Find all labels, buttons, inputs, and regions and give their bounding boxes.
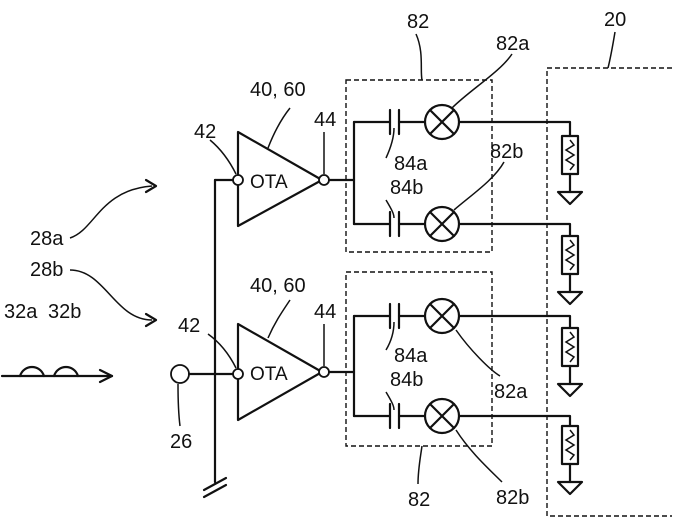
label-42-top: 42 [194,121,216,143]
load-resistor-3 [556,326,584,398]
ota-bottom-label: OTA [250,364,288,385]
load-resistor-2 [556,234,584,306]
label-84b-top: 84b [390,177,423,199]
label-82a-bottom: 82a [494,381,528,403]
node-44-bottom [318,366,330,378]
load-resistor-4 [556,424,584,496]
load-resistor-1 [556,134,584,206]
arrow-28b [69,269,158,328]
block-82-bottom-wiring [352,302,572,430]
label-82-bottom: 82 [408,489,430,511]
block-82-top-box [345,79,493,253]
block-82-top-wiring [352,108,572,238]
lamp-82b-top [423,205,461,243]
label-82a-top: 82a [496,33,530,55]
input-terminal-26 [170,364,190,384]
label-84a-bottom: 84a [394,345,428,367]
input-signal-arrow [0,365,114,384]
label-84a-top: 84a [394,153,428,175]
label-82-top: 82 [407,11,429,33]
label-44-bottom: 44 [314,301,336,323]
label-82b-bottom: 82b [496,487,529,509]
label-44-top: 44 [314,109,336,131]
ota-top-label: OTA [250,172,288,193]
label-84b-bottom: 84b [390,369,423,391]
leader-lines [177,31,616,485]
label-42-bottom: 42 [178,315,200,337]
node-44-top [318,174,330,186]
node-42-bottom [232,368,244,380]
label-4060-top: 40, 60 [250,79,306,101]
label-32b: 32b [48,301,81,323]
node-42-top [232,174,244,186]
label-4060-bottom: 40, 60 [250,275,306,297]
arrow-28a [69,178,158,239]
lamp-82b-bottom [423,397,461,435]
bus-break-mark [202,476,228,499]
label-20: 20 [604,9,626,31]
lamp-82a-top [423,103,461,141]
label-28a: 28a [30,228,64,250]
label-82b-top: 82b [490,141,523,163]
block-20-box [546,67,672,517]
label-26: 26 [170,431,192,453]
lamp-82a-bottom [423,297,461,335]
label-32a: 32a [4,301,38,323]
label-28b: 28b [30,259,63,281]
block-82-bottom-box [345,271,493,447]
